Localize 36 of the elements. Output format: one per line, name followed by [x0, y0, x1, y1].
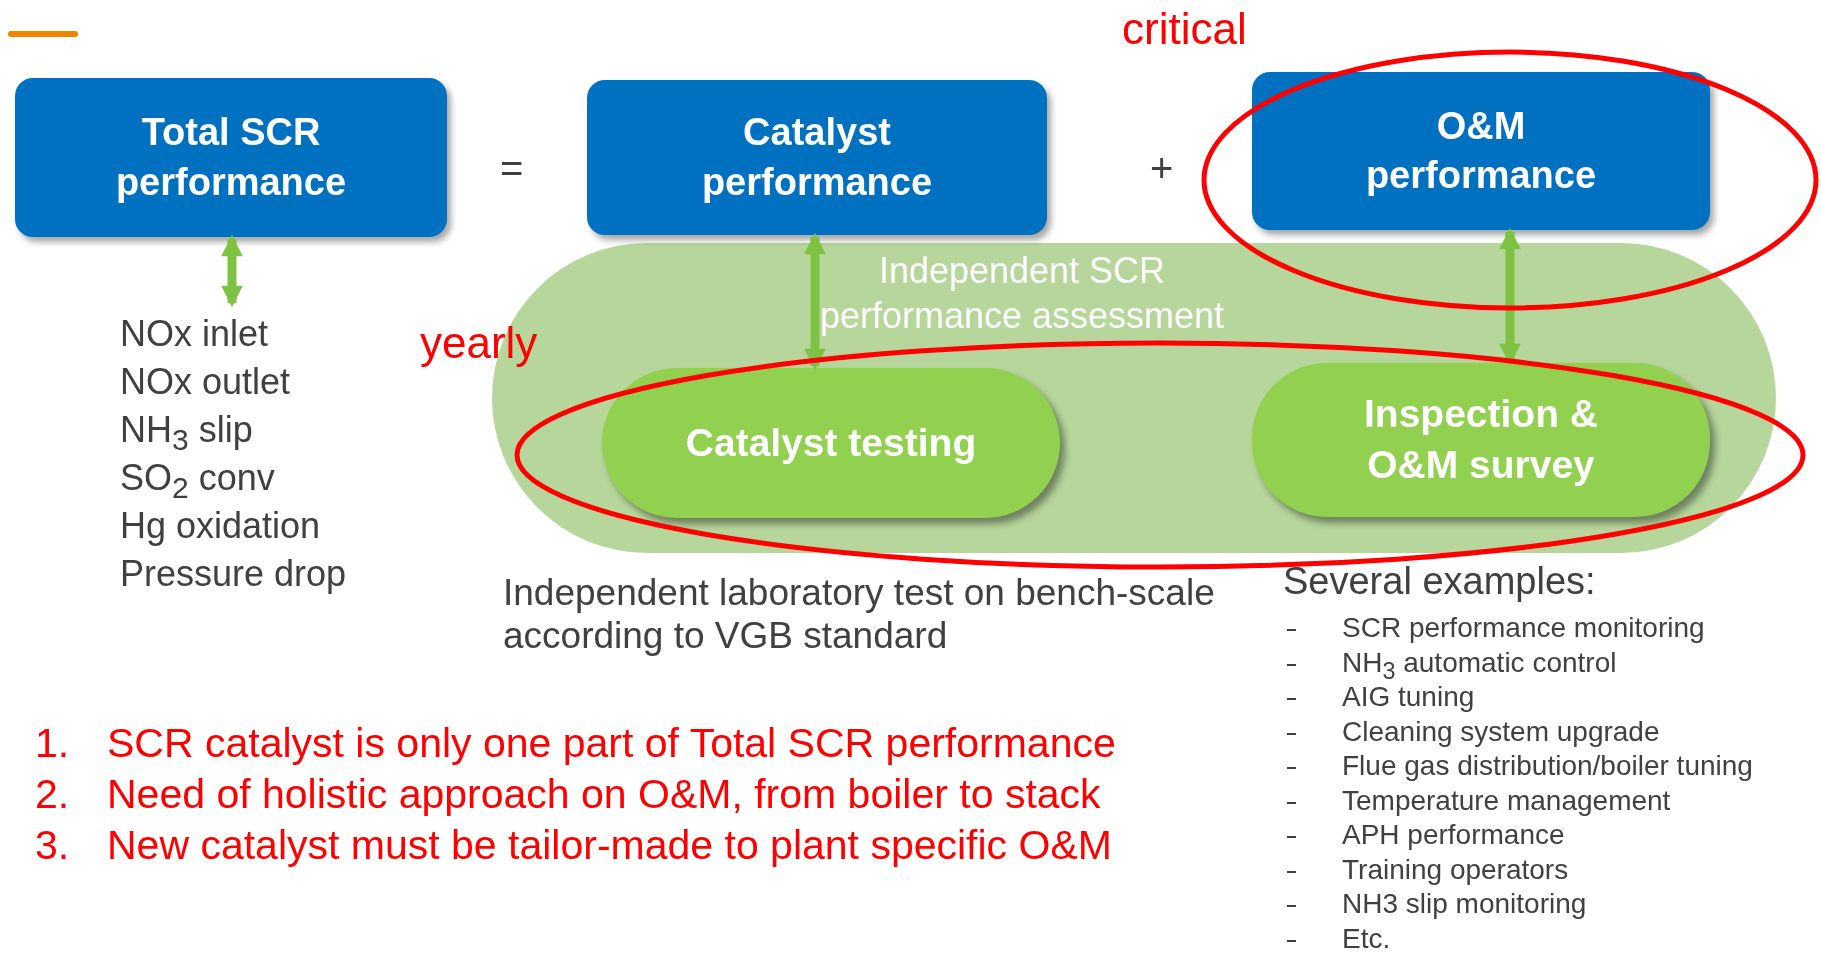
- list-item: NH$_{3}$ automatic control: [1342, 646, 1617, 679]
- item-number: 3.: [35, 822, 70, 870]
- annotation-text: yearly: [420, 318, 538, 369]
- item-number: 2.: [35, 771, 70, 819]
- parameter-text: NOx outlet: [120, 360, 292, 404]
- activity-pill: Catalyst testing: [602, 368, 1060, 518]
- parameter-text: Pressure drop: [120, 552, 348, 596]
- parameter-text: Hg oxidation: [120, 504, 322, 548]
- equals-sign: =: [500, 145, 524, 191]
- parameter-text: SO$_{2}$ conv: [120, 456, 276, 502]
- performance-box: Catalyst performance: [587, 80, 1047, 235]
- annotation-text: critical: [1122, 4, 1247, 55]
- parameter-text: NOx inlet: [120, 312, 270, 356]
- double-arrow: [804, 232, 826, 371]
- plus-sign: +: [1150, 145, 1174, 191]
- list-item: Training operators: [1342, 853, 1569, 886]
- list-item: NH3 slip monitoring: [1342, 888, 1587, 921]
- list-item: APH performance: [1342, 819, 1565, 852]
- activity-pill: Inspection & O&M survey: [1252, 363, 1710, 517]
- conclusion-text: SCR catalyst is only one part of Total SCR performance: [107, 720, 1116, 768]
- description-text: Independent laboratory test on bench-scale according to VGB standard: [503, 572, 1216, 658]
- list-item: Etc.: [1342, 922, 1391, 954]
- conclusion-text: New catalyst must be tailor-made to plant specific O&M: [107, 822, 1112, 870]
- performance-box: O&M performance: [1252, 72, 1710, 230]
- item-number: 1.: [35, 720, 70, 768]
- double-arrow: [221, 234, 243, 308]
- list-item: SCR performance monitoring: [1342, 612, 1705, 645]
- conclusion-text: Need of holistic approach on O&M, from boiler to stack: [107, 771, 1101, 819]
- band-title: Independent SCR performance assessment: [818, 249, 1226, 338]
- list-item: Temperature management: [1342, 784, 1671, 817]
- list-item: Cleaning system upgrade: [1342, 715, 1660, 748]
- performance-box: Total SCR performance: [15, 78, 447, 237]
- list-heading: Several examples:: [1283, 560, 1596, 604]
- parameter-text: NH$_{3}$ slip: [120, 408, 254, 454]
- list-item: Flue gas distribution/boiler tuning: [1342, 750, 1753, 783]
- list-item: AIG tuning: [1342, 681, 1475, 714]
